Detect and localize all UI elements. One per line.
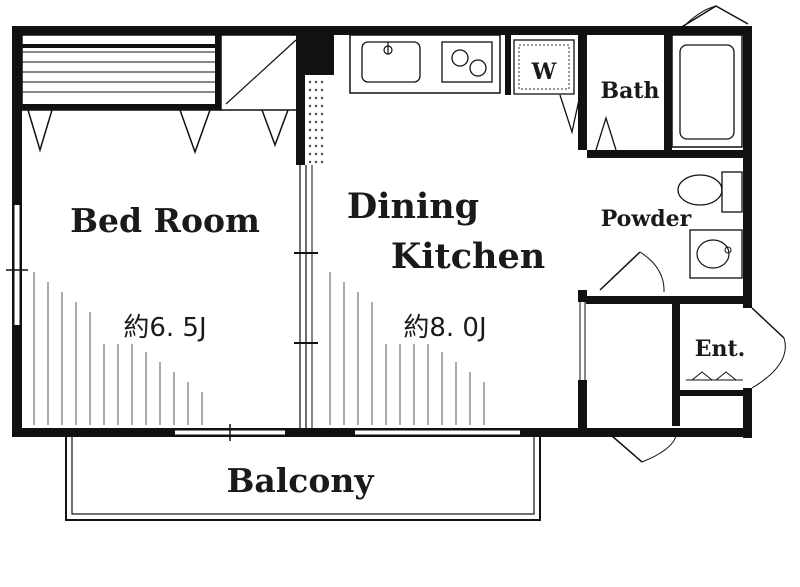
storage-cupboard bbox=[220, 34, 302, 148]
bathtub bbox=[671, 34, 743, 148]
partition-wall bbox=[294, 35, 334, 428]
balcony-label: Balcony bbox=[226, 461, 374, 500]
kitchen-counter bbox=[349, 34, 501, 94]
dining-area: 約8. 0J bbox=[403, 313, 486, 343]
service-walls bbox=[578, 35, 747, 435]
entrance-label: Ent. bbox=[695, 336, 746, 362]
balcony-windows bbox=[175, 424, 520, 441]
bedroom-area: 約6. 5J bbox=[123, 313, 206, 343]
washbasin bbox=[689, 229, 743, 279]
left-window bbox=[6, 205, 28, 325]
top-door-swing bbox=[679, 5, 749, 29]
powder-label: Powder bbox=[601, 206, 692, 232]
powder-door bbox=[599, 251, 665, 293]
entrance-door bbox=[751, 307, 786, 389]
washer-space: W bbox=[505, 35, 581, 135]
toilet bbox=[677, 171, 743, 213]
dining-label: Dining bbox=[347, 186, 479, 227]
bath-label: Bath bbox=[600, 78, 659, 104]
bedroom-closet bbox=[21, 34, 221, 155]
bedroom-floor-hatch bbox=[33, 272, 203, 425]
storage-door-swing bbox=[611, 435, 677, 463]
dining-floor-hatch bbox=[329, 272, 485, 425]
entrance-shoe-rack bbox=[686, 371, 743, 381]
washer-label: W bbox=[531, 59, 557, 85]
kitchen-label: Kitchen bbox=[391, 236, 545, 277]
bedroom-label: Bed Room bbox=[70, 201, 260, 240]
